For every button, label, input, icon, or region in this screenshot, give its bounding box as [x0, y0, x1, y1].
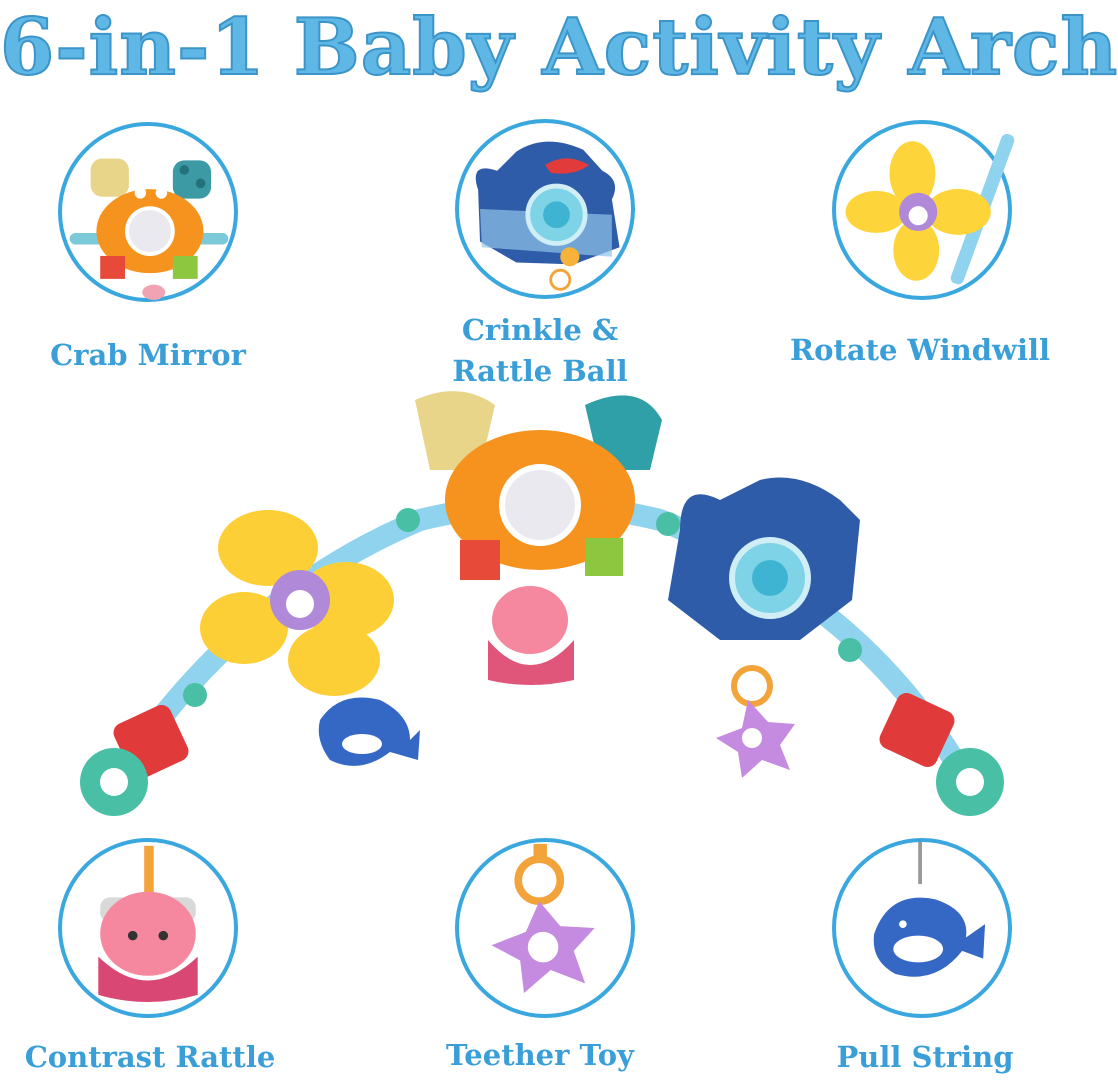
feature-label-crinkle-line2: Rattle Ball — [452, 354, 628, 388]
feature-label-crinkle-line1: Crinkle & — [461, 313, 619, 347]
crab-mirror-icon — [69, 158, 229, 300]
feature-label-teether: Teether Toy — [446, 1038, 634, 1072]
windmill-circle — [832, 120, 1015, 300]
shark-rattle-icon — [475, 141, 620, 291]
page-title: 6-in-1 Baby Activity Arch — [0, 1, 1118, 94]
windmill-icon — [845, 133, 1015, 285]
teether-icon — [491, 843, 595, 993]
whale-circle — [832, 838, 1012, 1018]
teether-circle — [455, 838, 635, 1018]
jellyfish-rattle-icon — [98, 845, 198, 1003]
feature-label-windmill: Rotate Windwill — [789, 333, 1051, 367]
whale-icon — [873, 842, 986, 977]
shark-rattle-circle — [455, 119, 635, 299]
feature-label-contrast-rattle: Contrast Rattle — [24, 1040, 276, 1074]
jellyfish-rattle-circle — [58, 838, 238, 1018]
crab-mirror-circle — [58, 122, 238, 302]
feature-label-pull-string: Pull String — [836, 1040, 1014, 1074]
feature-label-crab-mirror: Crab Mirror — [50, 338, 246, 372]
